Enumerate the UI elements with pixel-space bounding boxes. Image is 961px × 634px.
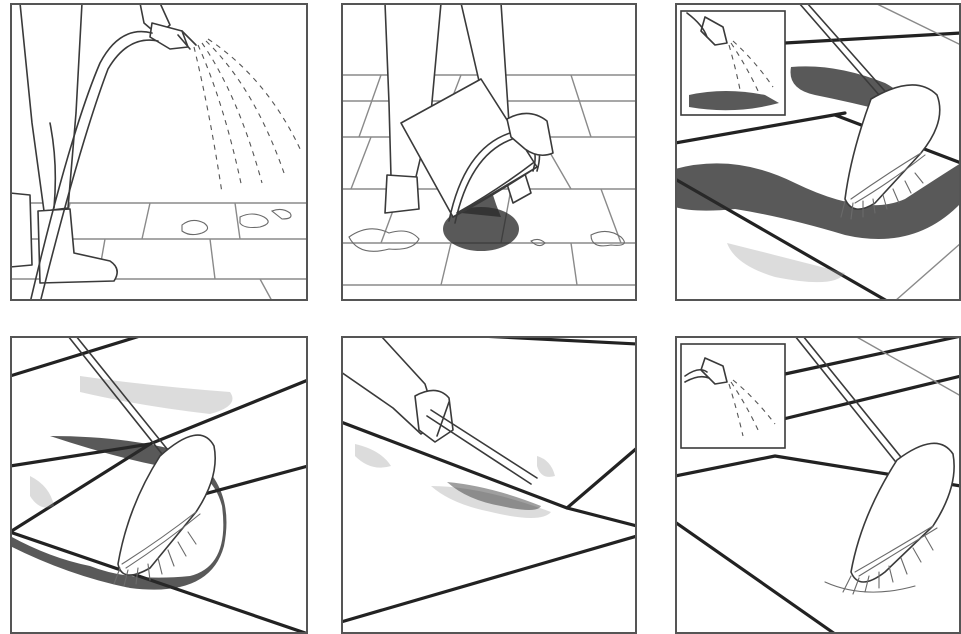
step-1-wet-paving-panel: [10, 3, 308, 301]
hose-spray-icon: [10, 3, 308, 301]
bucket-pour-icon: [341, 3, 637, 301]
step-3-scrub-panel: [675, 3, 961, 301]
broom-scrub-icon: [10, 336, 308, 634]
broom-rinse-icon: [675, 336, 961, 634]
step-6-rinse-panel: [675, 336, 961, 634]
hose-spray-inset: [681, 11, 785, 115]
step-5-scrape-joints-panel: [341, 336, 637, 634]
hose-spray-inset: [681, 344, 785, 448]
broom-scrub-icon: [675, 3, 961, 301]
step-4-work-joints-panel: [10, 336, 308, 634]
step-2-pour-cleaner-panel: [341, 3, 637, 301]
joint-scraper-icon: [341, 336, 637, 634]
